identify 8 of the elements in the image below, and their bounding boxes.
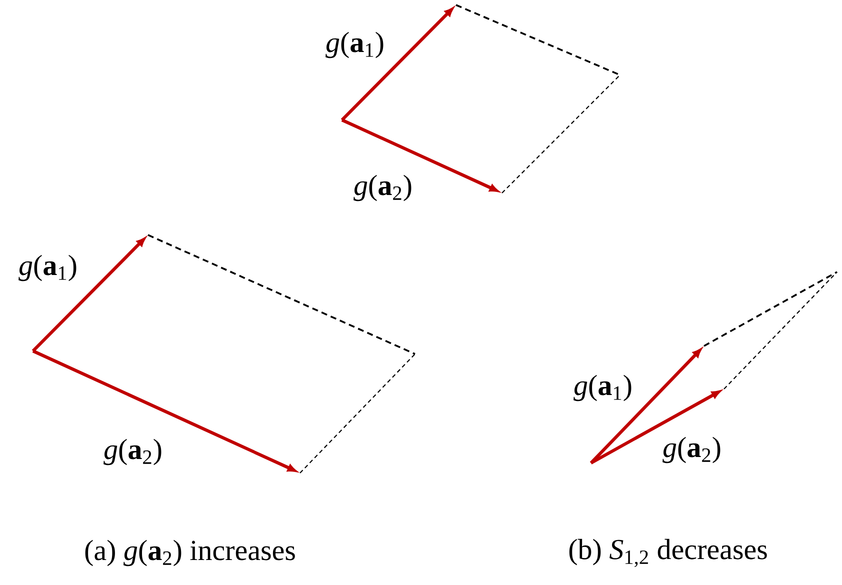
- vector-label: g(a$_{2}$): [354, 174, 412, 202]
- caption: (a) g(a$_{2}$) increases: [85, 540, 295, 566]
- vector-label: g(a$_{2}$): [104, 438, 162, 466]
- vector-label: g(a$_{1}$): [18, 254, 76, 282]
- vector-label: g(a$_{2}$): [662, 436, 720, 464]
- vector-label: g(a$_{1}$): [326, 32, 384, 58]
- vector-label: g(a$_{1}$): [574, 374, 632, 402]
- caption: (b) S$_{1,2}$ decreases: [569, 538, 767, 568]
